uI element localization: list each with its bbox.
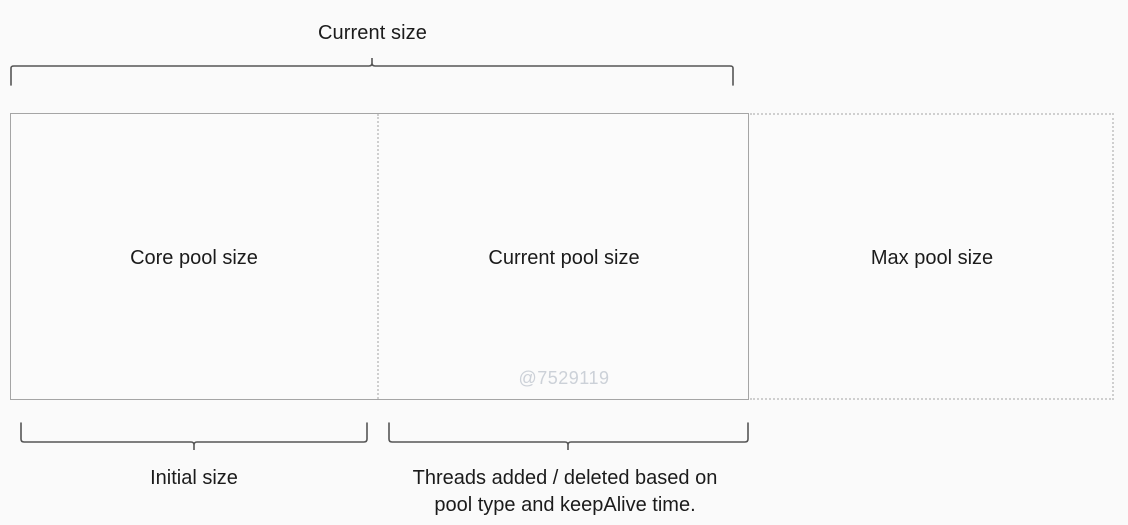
current-size-brace-icon: [10, 58, 734, 86]
threads-annotation-line1: Threads added / deleted based on: [412, 467, 718, 489]
threads-annotation: Threads added / deleted based on pool ty…: [380, 465, 750, 519]
initial-size-brace-icon: [20, 422, 368, 450]
max-pool-dotted-box: [750, 113, 1114, 400]
threads-annotation-line2: pool type and keepAlive time.: [434, 494, 696, 516]
max-pool-size-label: Max pool size: [870, 247, 994, 269]
thread-pool-solid-box: [10, 113, 749, 400]
initial-size-annotation: Initial size: [150, 467, 238, 489]
watermark-text: @7529119: [518, 368, 610, 388]
core-pool-size-label: Core pool size: [130, 247, 258, 269]
current-pool-size-label: Current pool size: [488, 247, 640, 269]
current-size-label: Current size: [317, 22, 427, 44]
threads-added-brace-icon: [388, 422, 749, 450]
core-current-divider: [377, 114, 379, 399]
